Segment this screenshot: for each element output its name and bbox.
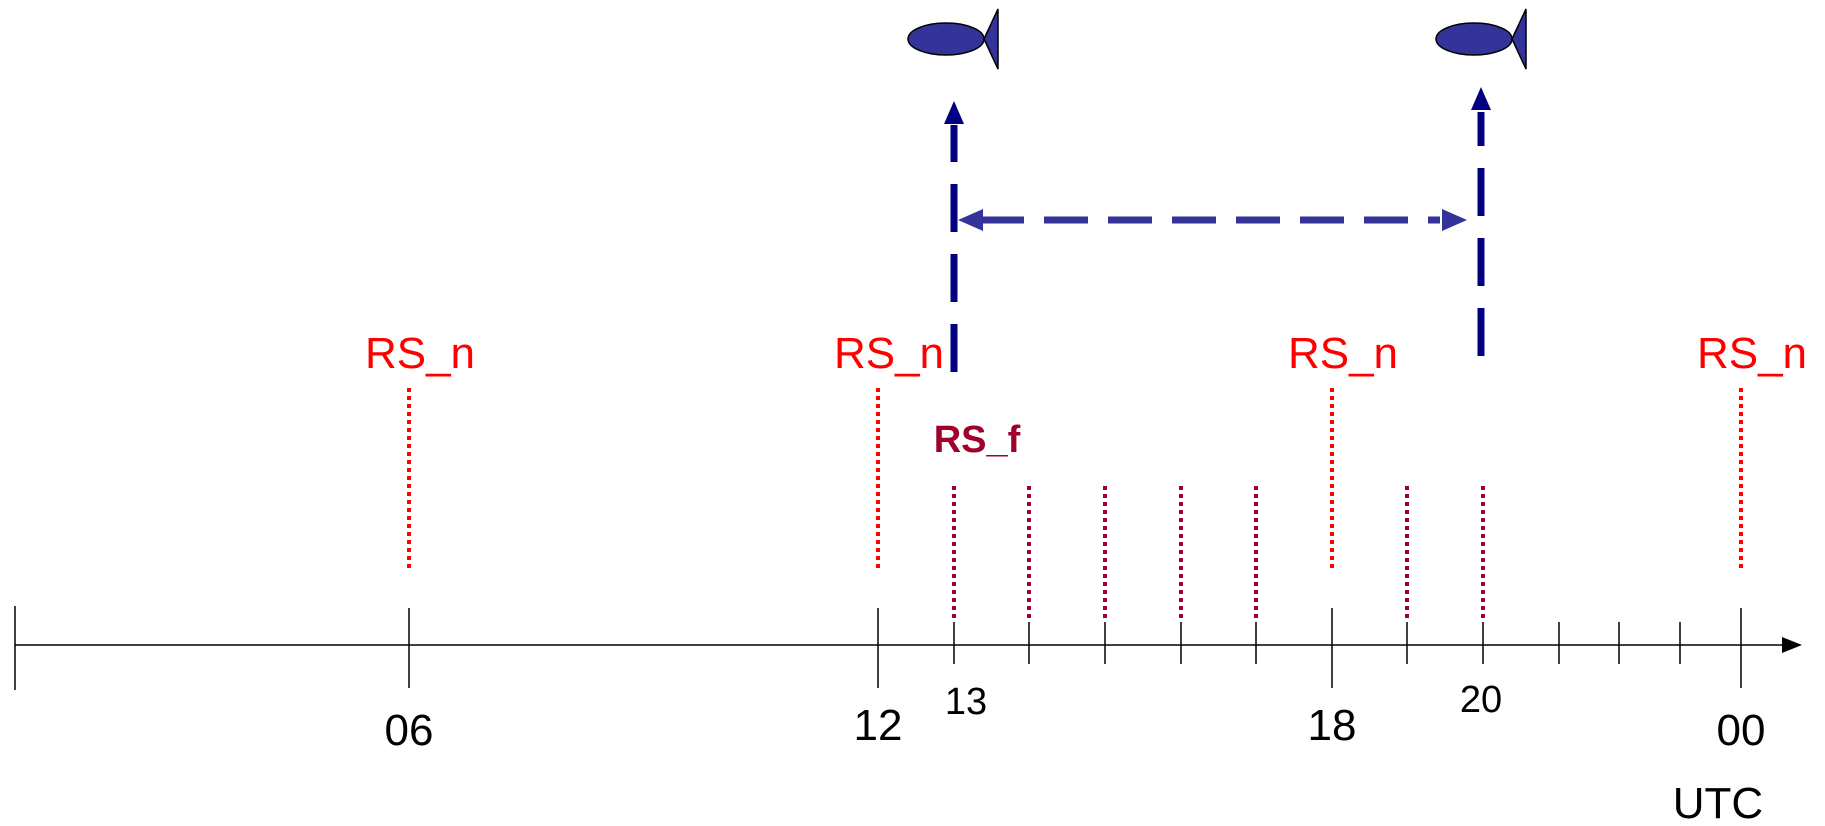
- tick-label-12: 12: [854, 701, 903, 750]
- rs-n-label: RS_n: [834, 329, 944, 378]
- sonde-balloon-icon: [907, 8, 999, 70]
- balloon-tail: [983, 8, 999, 70]
- rs-n-markers: RS_n RS_n RS_n RS_n: [365, 329, 1807, 570]
- interval-arrow-right-head: [1442, 209, 1467, 231]
- rs-n-label: RS_n: [365, 329, 475, 378]
- time-axis: 06 12 13 18 20 00 UTC: [14, 606, 1802, 826]
- balloon-tail: [1511, 8, 1527, 70]
- rs-f-label: RS_f: [934, 419, 1021, 461]
- tick-label-13: 13: [945, 681, 987, 723]
- tick-label-20: 20: [1460, 679, 1502, 721]
- balloon-body: [907, 22, 985, 56]
- launch-arrows: [944, 87, 1491, 372]
- interval-arrow-left-head: [958, 209, 983, 231]
- sonde-balloon-icon: [1435, 8, 1527, 70]
- axis-unit-label: UTC: [1673, 779, 1763, 826]
- balloon-body: [1435, 22, 1513, 56]
- axis-arrow-head: [1782, 637, 1802, 653]
- launch-arrow-right-head: [1471, 87, 1491, 110]
- rs-n-label: RS_n: [1697, 329, 1807, 378]
- interval-double-arrow: [958, 209, 1467, 231]
- rs-n-label: RS_n: [1288, 329, 1398, 378]
- rs-f-markers: RS_f: [934, 419, 1485, 620]
- launch-arrow-left-head: [944, 101, 964, 124]
- tick-label-06: 06: [385, 706, 434, 755]
- tick-label-00: 00: [1717, 706, 1766, 755]
- tick-label-18: 18: [1308, 701, 1357, 750]
